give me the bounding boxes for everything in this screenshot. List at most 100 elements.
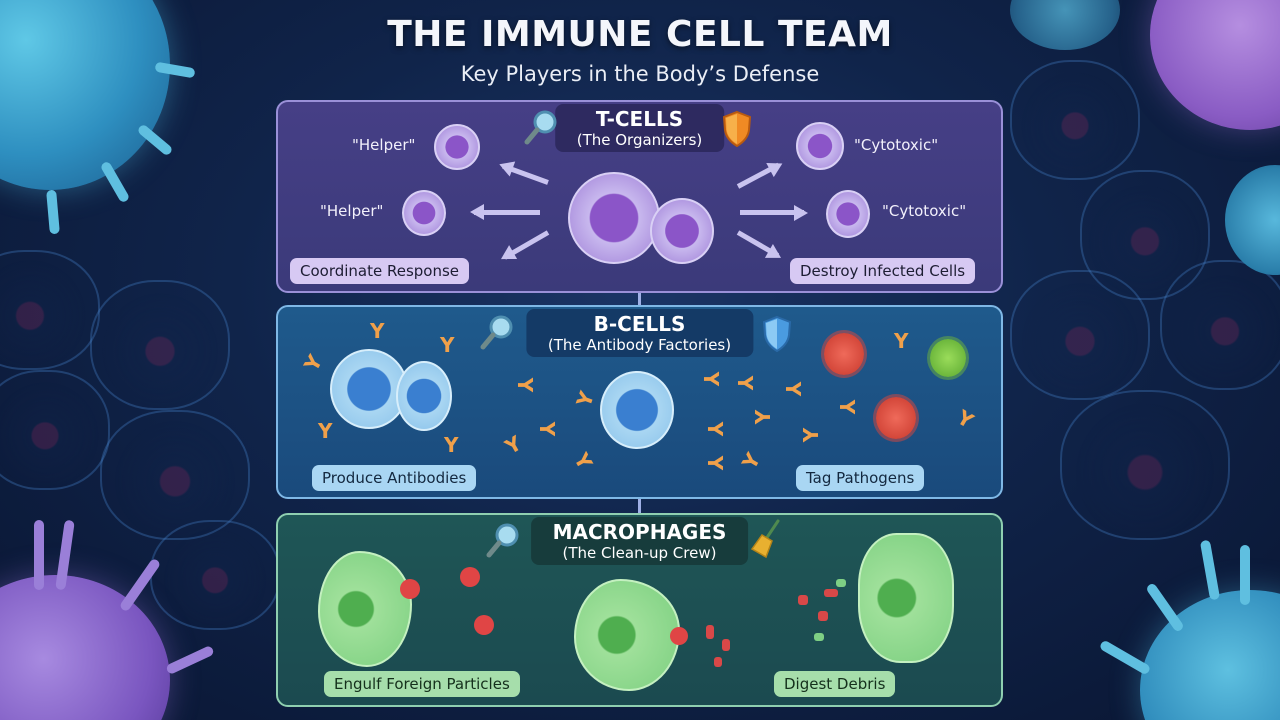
- b-cells-header: B-CELLS (The Antibody Factories): [525, 309, 754, 357]
- antibody-icon: Y: [781, 381, 806, 397]
- b-cells-panel: B-CELLS (The Antibody Factories) Y Y Y Y…: [276, 305, 1003, 499]
- foreign-particle: [670, 627, 688, 645]
- cytotoxic-label: "Cytotoxic": [854, 136, 939, 154]
- antibody-icon: Y: [318, 419, 333, 443]
- bg-tissue-cell: [1010, 60, 1140, 180]
- magnifier-icon: [486, 523, 519, 558]
- macrophage-cell: [574, 579, 680, 691]
- magnifier-icon: [524, 110, 557, 145]
- antibody-icon: Y: [569, 448, 598, 474]
- bg-tissue-cell: [1160, 260, 1280, 390]
- red-pathogen: [876, 397, 916, 439]
- bg-tissue-cell: [150, 520, 280, 630]
- section-subtitle: (The Antibody Factories): [547, 336, 732, 354]
- antibody-icon: Y: [952, 404, 978, 434]
- antibody-icon: Y: [299, 350, 328, 376]
- antibody-icon: Y: [733, 375, 758, 391]
- foreign-particle: [460, 567, 480, 587]
- debris: [824, 589, 838, 597]
- coordinate-response-label: Coordinate Response: [290, 258, 470, 284]
- macrophages-header: MACROPHAGES (The Clean-up Crew): [530, 517, 749, 565]
- b-cell: [330, 349, 408, 429]
- central-t-cell: [568, 172, 660, 264]
- destroy-infected-cells-label: Destroy Infected Cells: [790, 258, 976, 284]
- digest-debris-label: Digest Debris: [774, 671, 896, 697]
- arrow-icon: [474, 210, 540, 215]
- bg-virus-spike: [46, 189, 60, 235]
- green-pathogen: [930, 339, 966, 377]
- antibody-icon: Y: [513, 377, 538, 393]
- connector-line: [638, 499, 641, 513]
- shield-icon: [762, 315, 792, 353]
- bg-tissue-cell: [1060, 390, 1230, 540]
- antibody-icon: Y: [703, 455, 728, 471]
- page-subtitle: Key Players in the Body’s Defense: [460, 62, 820, 86]
- debris: [714, 657, 722, 667]
- t-cells-header: T-CELLS (The Organizers): [554, 104, 725, 152]
- cytotoxic-t-cell: [826, 190, 870, 238]
- debris: [836, 579, 846, 587]
- cytotoxic-t-cell: [796, 122, 844, 170]
- antibody-icon: Y: [703, 421, 728, 437]
- section-subtitle: (The Organizers): [576, 131, 703, 149]
- broom-icon: [750, 519, 780, 559]
- antibody-icon: Y: [500, 430, 526, 460]
- antibody-icon: Y: [699, 371, 724, 387]
- antibody-icon: Y: [440, 333, 455, 357]
- bg-tissue-cell: [0, 370, 110, 490]
- macrophage-cell: [318, 551, 412, 667]
- cytotoxic-label: "Cytotoxic": [882, 202, 967, 220]
- antibody-icon: Y: [737, 448, 766, 474]
- magnifier-icon: [480, 315, 513, 350]
- helper-t-cell: [402, 190, 446, 236]
- antibody-icon: Y: [444, 433, 459, 457]
- bg-tissue-cell: [100, 410, 250, 540]
- antibody-icon: Y: [799, 427, 824, 443]
- central-t-cell: [650, 198, 714, 264]
- section-title: MACROPHAGES: [552, 520, 727, 544]
- debris: [818, 611, 828, 621]
- arrow-icon: [740, 205, 808, 221]
- arrow-icon: [503, 230, 550, 260]
- bg-tissue-cell: [90, 280, 230, 410]
- debris: [798, 595, 808, 605]
- engulf-foreign-particles-label: Engulf Foreign Particles: [324, 671, 520, 697]
- antibody-icon: Y: [894, 329, 909, 353]
- helper-label: "Helper": [320, 202, 384, 220]
- antibody-icon: Y: [751, 409, 776, 425]
- debris: [814, 633, 824, 641]
- shield-icon: [722, 110, 752, 148]
- helper-label: "Helper": [352, 136, 416, 154]
- arrow-icon: [736, 162, 780, 189]
- bg-virus-spike: [1199, 539, 1221, 601]
- antibody-icon: Y: [571, 388, 599, 410]
- b-cell: [396, 361, 452, 431]
- helper-t-cell: [434, 124, 480, 170]
- section-title: T-CELLS: [595, 107, 684, 131]
- tag-pathogens-label: Tag Pathogens: [796, 465, 925, 491]
- red-pathogen: [824, 333, 864, 375]
- arrow-icon: [736, 230, 780, 258]
- antibody-icon: Y: [835, 399, 860, 415]
- antibody-icon: Y: [370, 319, 385, 343]
- macrophage-cell: [858, 533, 954, 663]
- debris: [706, 625, 714, 639]
- produce-antibodies-label: Produce Antibodies: [312, 465, 477, 491]
- antibody-icon: Y: [535, 421, 560, 437]
- bg-tissue-cell: [1010, 270, 1150, 400]
- bg-virus-spike: [1098, 639, 1152, 676]
- foreign-particle: [400, 579, 420, 599]
- foreign-particle: [474, 615, 494, 635]
- bg-virus-spike: [165, 644, 215, 676]
- bg-tissue-cell: [0, 250, 100, 370]
- b-cell: [600, 371, 674, 449]
- bg-virus-spike: [1240, 545, 1250, 605]
- debris: [722, 639, 730, 651]
- t-cells-panel: T-CELLS (The Organizers) "Helper" "Helpe…: [276, 100, 1003, 293]
- macrophages-panel: MACROPHAGES (The Clean-up Crew) Engulf F…: [276, 513, 1003, 707]
- page-title: THE IMMUNE CELL TEAM: [387, 14, 893, 55]
- connector-line: [638, 293, 641, 305]
- arrow-icon: [502, 163, 549, 185]
- bg-virus-cyan: [1225, 165, 1280, 275]
